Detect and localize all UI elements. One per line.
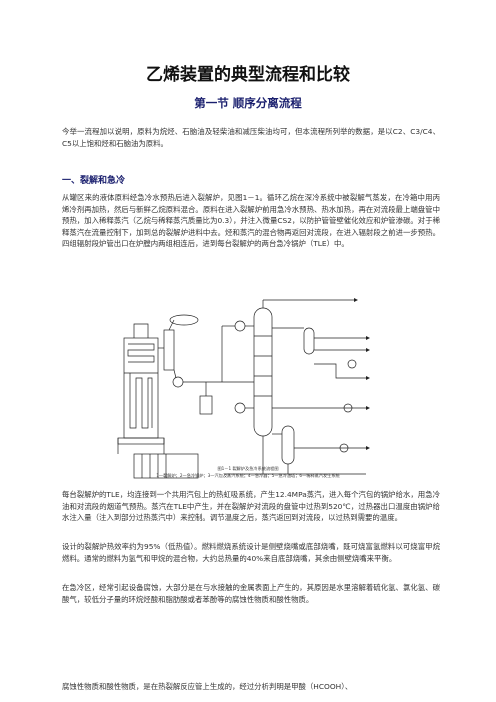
paragraph-cracking: 从罐区来的液体原料经急冷水预热后进入裂解炉，见图1－1。循环乙烷在深冷系统中被裂…: [62, 193, 440, 249]
paragraph-corrosion: 在急冷区，经常引起设备腐蚀，大部分是在与水接触的金属表面上产生的，其原因是水里溶…: [62, 583, 440, 604]
process-flow-diagram: [117, 298, 370, 479]
document-title: 乙烯装置的典型流程和比较: [146, 65, 350, 85]
paragraph-acids: 腐蚀性物质和酸性物质，是在热裂解反应管上生成的，经过分析判明是甲酸（HCOOH）…: [62, 682, 353, 691]
intro-paragraph: 今举一流程加以说明，原料为烷烃、石脑油及轻柴油和减压柴油均可，但本流程所列举的数…: [62, 127, 440, 148]
furnace-shape: [123, 337, 159, 439]
section-heading: 一、裂解和急冷: [62, 176, 126, 186]
figure-legend: 1—裂解炉；2—急冷锅炉；3—汽包及蒸汽系统；4—急冷器；5—急冷油塔；6—稀释…: [156, 473, 340, 478]
paragraph-efficiency: 设计的裂解炉热效率约为95%（低热值）。燃料燃烧系统设计是侧壁烧嘴或底部烧嘴，既…: [62, 542, 440, 563]
section-subtitle: 第一节 顺序分离流程: [194, 96, 302, 110]
paragraph-tle: 每台裂解炉的TLE，均连接到一个共用汽包上的热虹吸系统，产生12.4MPa蒸汽，…: [62, 490, 440, 523]
figure-caption: 图1－1 裂解炉及急冷系统流程图: [217, 466, 279, 471]
